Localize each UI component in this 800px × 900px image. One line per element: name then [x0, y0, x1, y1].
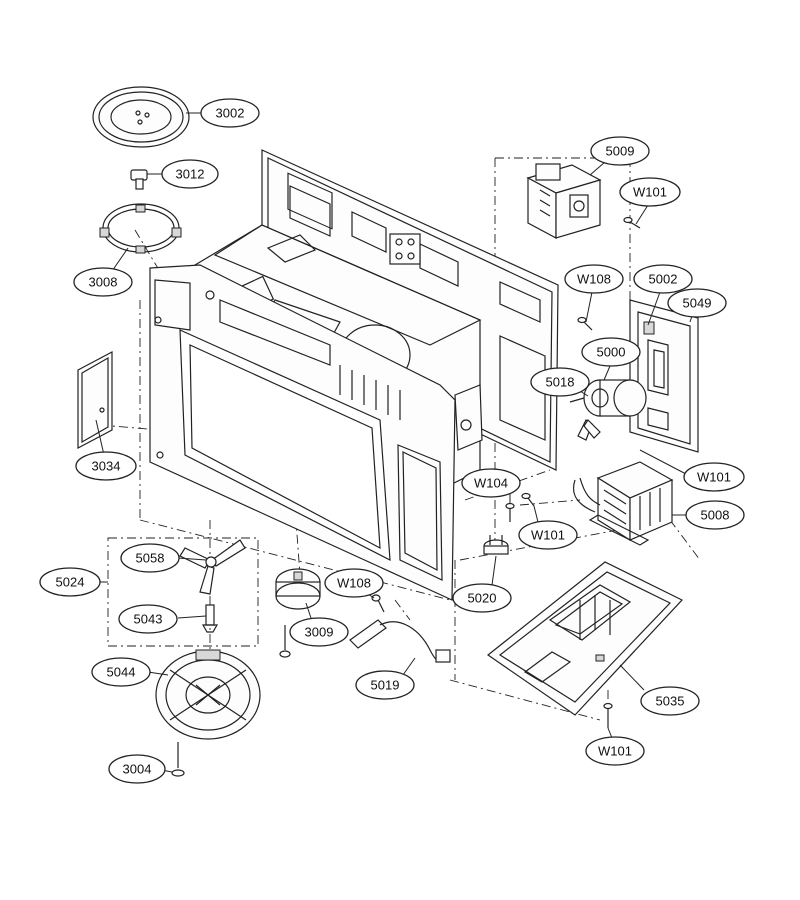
callout-3009: 3009: [289, 617, 349, 647]
callout-w108-top: W108: [564, 264, 624, 294]
callout-5018: 5018: [530, 367, 590, 397]
callout-w101-top: W101: [619, 177, 681, 207]
stirrer-cover: [155, 649, 261, 740]
svg-text:5024: 5024: [56, 575, 85, 590]
callout-5044: 5044: [91, 657, 151, 687]
callout-3012: 3012: [161, 159, 219, 189]
screw-w101-bottom: [603, 702, 613, 728]
svg-text:W108: W108: [577, 272, 611, 287]
svg-text:5008: 5008: [701, 508, 730, 523]
svg-text:3004: 3004: [123, 762, 152, 777]
screw-w108-top: [577, 316, 593, 331]
stirrer-group-box: [107, 537, 259, 647]
front-frame: [149, 264, 456, 601]
screw-3004: [171, 742, 185, 777]
callout-5002: 5002: [633, 264, 693, 294]
svg-text:5019: 5019: [371, 678, 400, 693]
callout-5049: 5049: [667, 288, 727, 318]
screw-w104: [505, 502, 515, 522]
svg-text:5043: 5043: [134, 612, 163, 627]
door-interlock-switch: [643, 321, 655, 335]
waveguide-cover: [77, 351, 113, 449]
svg-text:W108: W108: [337, 576, 371, 591]
svg-text:5044: 5044: [107, 665, 136, 680]
turntable-coupler: [130, 169, 148, 190]
callout-w104: W104: [461, 468, 521, 498]
callout-3002: 3002: [200, 98, 260, 128]
svg-text:5058: 5058: [136, 551, 165, 566]
svg-text:5035: 5035: [656, 694, 685, 709]
svg-text:5009: 5009: [606, 144, 635, 159]
callout-3008: 3008: [73, 267, 133, 297]
stirrer-fan: [179, 539, 246, 595]
screw-w101-mid: [521, 492, 535, 507]
callout-5020: 5020: [452, 583, 512, 613]
callout-5019: 5019: [355, 670, 415, 700]
svg-text:3034: 3034: [92, 459, 121, 474]
turntable-motor: [275, 568, 321, 658]
callout-w101-right: W101: [683, 462, 745, 492]
roller-ring: [99, 203, 182, 254]
svg-text:5000: 5000: [597, 345, 626, 360]
svg-text:5049: 5049: [683, 296, 712, 311]
high-voltage-transformer: [573, 461, 674, 546]
stirrer-shaft: [201, 604, 219, 633]
callout-5024: 5024: [39, 567, 101, 597]
screw-w101-top: [623, 216, 641, 229]
base-plate: [486, 561, 683, 716]
callout-3004: 3004: [108, 754, 166, 784]
svg-text:3012: 3012: [176, 167, 205, 182]
callout-5043: 5043: [118, 604, 178, 634]
svg-text:W101: W101: [697, 470, 731, 485]
svg-text:W101: W101: [633, 185, 667, 200]
svg-text:5018: 5018: [546, 375, 575, 390]
svg-text:5020: 5020: [468, 591, 497, 606]
callout-5009: 5009: [590, 136, 650, 166]
wire-harness: [349, 619, 451, 663]
svg-text:W104: W104: [474, 476, 508, 491]
callout-5000: 5000: [581, 337, 641, 367]
thermal-cutout: [483, 535, 509, 555]
svg-text:W101: W101: [598, 744, 632, 759]
callout-5035: 5035: [640, 686, 700, 716]
magnetron: [526, 163, 602, 240]
latch-board: [629, 299, 699, 453]
callout-w101-mid: W101: [518, 520, 578, 550]
callout-5008: 5008: [685, 500, 745, 530]
svg-text:3008: 3008: [89, 275, 118, 290]
fan-blade: [577, 419, 601, 441]
svg-text:5002: 5002: [649, 272, 678, 287]
callout-w108-bottom: W108: [324, 568, 384, 598]
svg-text:W101: W101: [531, 528, 565, 543]
callout-w101-bottom: W101: [585, 736, 645, 766]
svg-text:3002: 3002: [216, 106, 245, 121]
screw-w108-bottom: [371, 594, 385, 613]
callout-5058: 5058: [120, 543, 180, 573]
fan-motor: [569, 379, 647, 417]
svg-text:3009: 3009: [305, 625, 334, 640]
callout-3034: 3034: [75, 451, 137, 481]
turntable-tray: [92, 86, 190, 148]
